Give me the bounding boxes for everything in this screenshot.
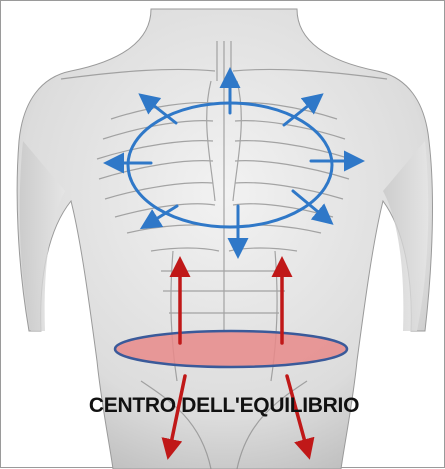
pelvic-ellipse bbox=[115, 331, 347, 367]
caption-text: CENTRO DELL'EQUILIBRIO bbox=[89, 394, 359, 417]
